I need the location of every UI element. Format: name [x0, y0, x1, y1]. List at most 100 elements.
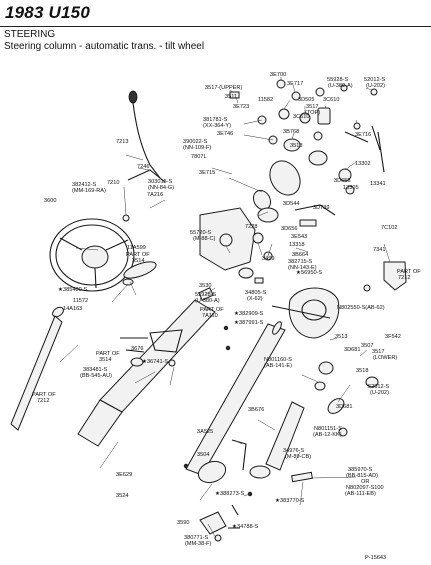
- part-callout-label: 3D656: [281, 226, 297, 232]
- part-callout-label: (BB-815-AD): [346, 473, 378, 479]
- part-callout-label: (U-380-A): [195, 298, 220, 304]
- part-callout-label: 55928-S: [327, 77, 348, 83]
- part-callout-label: (U-380-A): [328, 83, 353, 89]
- part-callout-label: (AB-111-EB): [345, 491, 376, 497]
- part-callout-label: 3517: [372, 349, 384, 355]
- part-callout-label: (U-202): [370, 390, 389, 396]
- part-callout-label: 3590: [177, 520, 189, 526]
- part-callout-label: 14A163: [63, 306, 82, 312]
- part-callout-label: 7210: [107, 180, 119, 186]
- lower-column-drawing: [10, 299, 216, 447]
- part-callout-label: 13302: [355, 161, 371, 167]
- part-callout-label: 34976-S: [283, 448, 304, 454]
- part-callout-label: (X-62): [247, 296, 263, 302]
- part-callout-label: 3514: [99, 357, 111, 363]
- part-callout-label: OR: [361, 479, 369, 485]
- part-callout-label: 3E543: [291, 234, 307, 240]
- part-callout-label: 11A599: [127, 245, 146, 251]
- part-callout-label: 3D681: [344, 347, 360, 353]
- part-callout-label: 13318: [289, 242, 305, 248]
- part-callout-label: 55720-S: [190, 230, 211, 236]
- part-callout-label: 3B664: [292, 252, 308, 258]
- part-callout-label: ★56950-S: [296, 269, 322, 276]
- part-callout-label: 390022-S: [183, 139, 208, 145]
- part-callout-label: N801160-S: [264, 357, 292, 363]
- header-divider: [0, 26, 431, 27]
- part-callout-label: 381781-S: [203, 117, 228, 123]
- part-callout-label: N802550-S(AB-62): [337, 305, 385, 311]
- part-callout-label: 7C102: [381, 225, 397, 231]
- part-callout-label: 3B676: [248, 407, 264, 413]
- shift-lever-drawing: [122, 90, 166, 222]
- part-callout-label: 3E723: [233, 104, 249, 110]
- part-callout-label: 3D655: [334, 178, 350, 184]
- part-callout-label: PART OF: [126, 252, 150, 258]
- part-callout-label: (U-202): [366, 83, 385, 89]
- part-callout-label: 380771-S: [184, 535, 209, 541]
- part-callout-label: 52012-S: [368, 384, 389, 390]
- part-callout-label: 3507: [361, 343, 373, 349]
- part-callout-label: (M-89-CB): [285, 454, 311, 460]
- part-callout-label: (M-88-C): [193, 236, 216, 242]
- part-callout-label: N802097-S100: [346, 485, 384, 491]
- part-callout-label: 303015-S: [148, 179, 173, 185]
- part-callout-label: 3518: [356, 368, 368, 374]
- part-callout-label: 3E717: [287, 81, 303, 87]
- part-callout-label: 3C610: [323, 97, 339, 103]
- part-callout-label: 3513: [290, 143, 302, 149]
- part-callout-label: 3D739: [313, 205, 329, 211]
- part-callout-label: 385970-S: [348, 467, 373, 473]
- part-callout-label: 3504: [197, 452, 209, 458]
- part-callout-label: (BB-545-AU): [80, 373, 112, 379]
- part-callout-label: 7246: [137, 164, 149, 170]
- part-callout-label: ★382909-S: [234, 310, 264, 317]
- part-callout-label: ★388273-S: [215, 490, 245, 497]
- steering-shaft-drawing: [183, 321, 379, 542]
- part-callout-label: 3600: [44, 198, 56, 204]
- leader-lines: [59, 77, 391, 539]
- part-callout-label: N801151-S: [314, 426, 342, 432]
- part-callout-label: 7212: [37, 398, 49, 404]
- part-callout-label: 7213: [116, 139, 128, 145]
- part-callout-label: 3A525: [197, 429, 213, 435]
- part-callout-label: PART OF: [397, 269, 421, 275]
- part-callout-label: 3517-(UPPER): [205, 85, 242, 91]
- part-callout-label: PART OF: [200, 307, 224, 313]
- part-callout-label: 3513: [335, 334, 347, 340]
- part-callout-label: 3D681: [336, 404, 352, 410]
- part-callout-label: 3D544: [283, 201, 299, 207]
- part-callout-label: 3511: [225, 94, 237, 100]
- part-callout-label: 3517: [306, 104, 318, 110]
- part-callout-label: 3F542: [385, 334, 401, 340]
- part-callout-label: (NN-109-F): [183, 145, 211, 151]
- part-callout-label: 13341: [370, 181, 386, 187]
- part-callout-label: 3530: [199, 283, 211, 289]
- part-callout-label: (XX-364-Y): [203, 123, 231, 129]
- part-callout-label: 13305: [343, 185, 359, 191]
- part-callout-label: ★385400-S: [58, 286, 88, 293]
- part-callout-label: 383481-S: [83, 367, 108, 373]
- part-callout-label: (TOP): [305, 110, 320, 116]
- part-callout-label: ★34788-S: [232, 523, 258, 530]
- part-callout-label: 7A216: [147, 192, 163, 198]
- part-callout-label: 7A110: [202, 313, 218, 319]
- part-callout-label: 3E746: [217, 131, 233, 137]
- part-callout-label: 11582: [258, 97, 273, 103]
- part-callout-label: (NN-143-E): [288, 265, 317, 271]
- part-callout-label: 3D505: [298, 97, 314, 103]
- part-callout-label: 3C610: [293, 114, 309, 120]
- part-callout-label: 55928-S: [195, 292, 216, 298]
- part-callout-label: 3524: [116, 493, 128, 499]
- part-callout-label: PART OF: [96, 351, 120, 357]
- part-callout-label: ★36741-S: [142, 358, 168, 365]
- part-callout-label: 52012-S: [364, 77, 385, 83]
- part-callout-label: 11572: [73, 298, 88, 304]
- part-callout-label: 3514: [132, 258, 144, 264]
- exploded-parts-diagram: 3E7003E7173517-(UPPER)351155928-S(U-380-…: [10, 72, 421, 561]
- part-callout-label: 7228: [245, 224, 257, 230]
- diagram-subtitle: Steering column - automatic trans. - til…: [4, 41, 205, 52]
- column-housing-drawing: [122, 207, 407, 351]
- page-title: 1983 U150: [5, 3, 90, 22]
- part-callout-label: 3E700: [270, 72, 286, 78]
- part-callout-label: (MM-169-RA): [72, 188, 106, 194]
